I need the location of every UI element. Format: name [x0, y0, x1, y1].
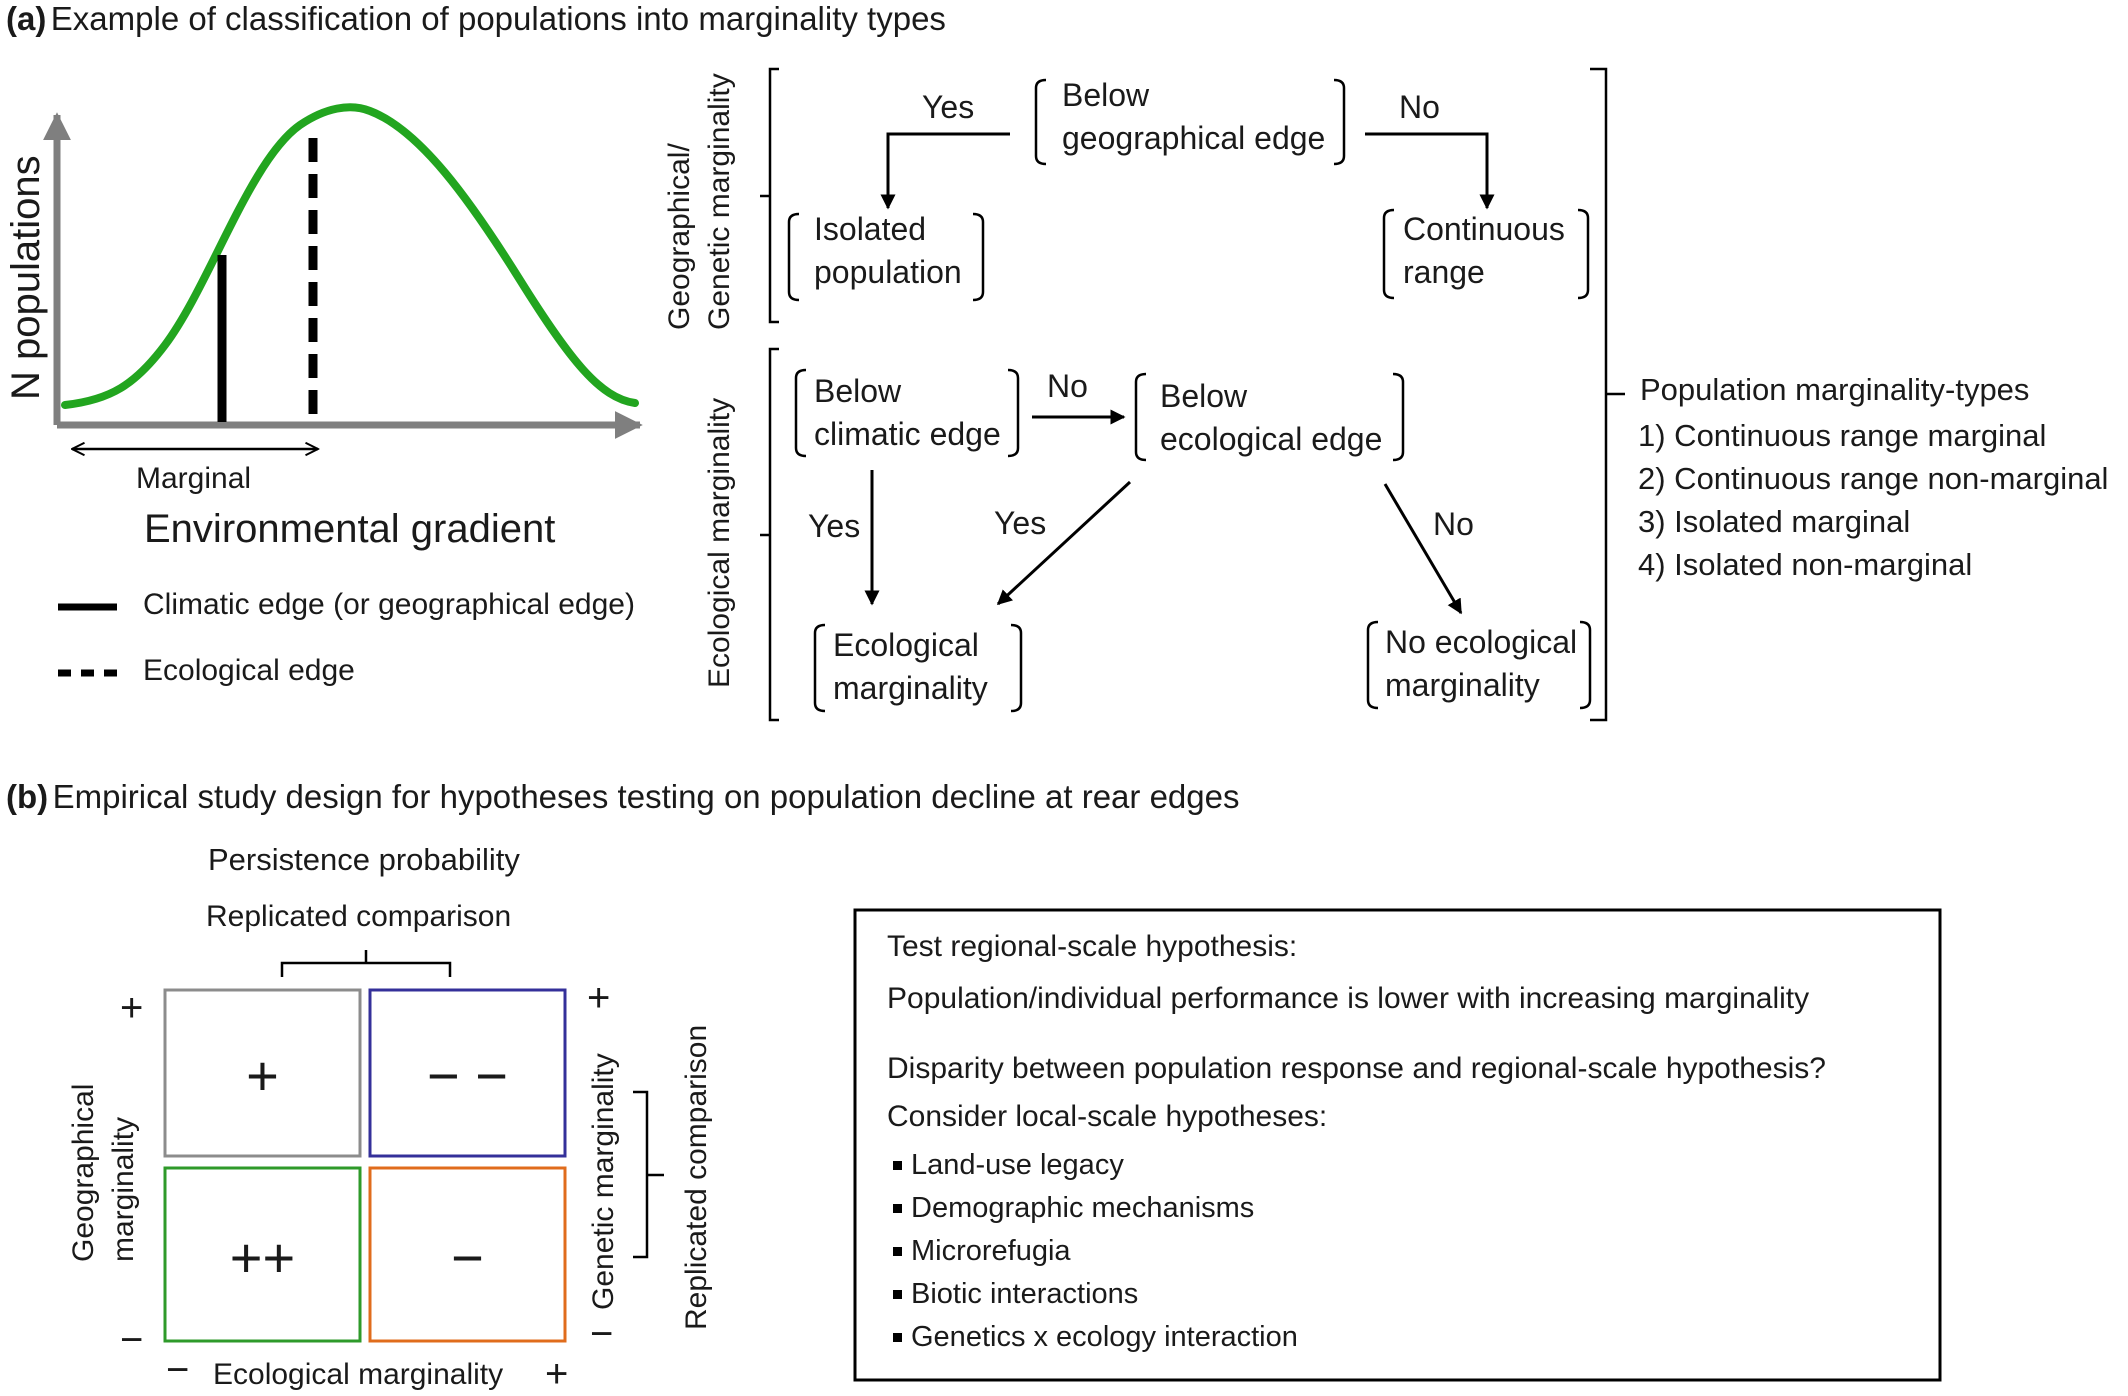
panel-b-title: Empirical study design for hypotheses te… [52, 778, 1240, 815]
label-yes-geo: Yes [922, 89, 975, 125]
node-continuous-range: Continuous range [1403, 211, 1565, 290]
cell-top-right-box [368, 988, 567, 1158]
cell-top-left-box [163, 988, 362, 1158]
types-list: 1) Continuous range marginal 2) Continuo… [1638, 414, 2108, 586]
persistence-matrix [163, 950, 664, 1343]
x-axis-label: Environmental gradient [144, 507, 556, 551]
top-comparison-brace [280, 950, 452, 977]
geo-side-label-1: Geographical/ [663, 143, 696, 330]
panel-a-heading: (a) Example of classification of populat… [6, 0, 946, 38]
distribution-curve [61, 103, 639, 409]
y-axis-label: N populations [4, 155, 48, 400]
right-comparison-label: Replicated comparison [680, 1024, 713, 1330]
label-no-climatic: No [1047, 368, 1088, 404]
arrow-no-ecological [1383, 483, 1463, 615]
arrow-yes-isolated [880, 132, 1010, 210]
cell-bottom-left-box [163, 1166, 362, 1343]
left-axis-minus: − [120, 1318, 144, 1362]
panel-a-label: (a) [6, 0, 47, 37]
eco-side-label: Ecological marginality [703, 397, 736, 688]
bottom-axis-minus: − [166, 1348, 190, 1392]
hypothesis-box [853, 908, 1942, 1382]
cell-bottom-right-sign: − [451, 1226, 484, 1289]
list-item: Biotic interactions [911, 1278, 1139, 1310]
node-isolated-population: Isolated population [814, 211, 962, 290]
label-no-ecological: No [1433, 506, 1474, 542]
type-item: 3) Isolated marginal [1638, 504, 1911, 539]
marginal-label: Marginal [136, 462, 252, 495]
list-item: Demographic mechanisms [911, 1192, 1255, 1224]
label-yes-climatic: Yes [808, 508, 861, 544]
label-yes-ecological: Yes [994, 505, 1047, 541]
node-no-ecological-marginality: No ecological marginality [1385, 624, 1578, 703]
local-hypotheses-list: Land-use legacy Demographic mechanisms M… [911, 1144, 1298, 1359]
list-item: Genetics x ecology interaction [911, 1321, 1298, 1353]
legend-solid-label: Climatic edge (or geographical edge) [143, 588, 635, 621]
cell-top-left-sign: + [246, 1044, 279, 1107]
left-axis-plus: + [120, 986, 144, 1030]
list-item: Microrefugia [911, 1235, 1071, 1267]
distribution-plot [43, 103, 643, 677]
disparity-question: Disparity between population response an… [887, 1052, 1826, 1085]
flowchart-arrows [864, 132, 1495, 615]
legend-dashed-label: Ecological edge [143, 654, 355, 687]
list-item: Land-use legacy [911, 1149, 1124, 1181]
node-ecological-marginality: Ecological marginality [833, 627, 988, 706]
right-axis-minus: − [590, 1312, 614, 1356]
local-heading: Consider local-scale hypotheses: [887, 1100, 1328, 1133]
panel-b-label: (b) [6, 778, 49, 815]
node-below-climatic: Below climatic edge [814, 373, 1001, 452]
type-item: 4) Isolated non-marginal [1638, 547, 1973, 582]
top-comparison-label: Replicated comparison [206, 900, 512, 933]
regional-text: Population/individual performance is low… [887, 982, 1810, 1015]
geo-side-label-2: Genetic marginality [703, 73, 736, 330]
bottom-axis-plus: + [545, 1352, 569, 1396]
geo-section-bracket [768, 67, 779, 324]
node-below-geographical: Below geographical edge [1062, 77, 1326, 156]
label-no-geo: No [1399, 89, 1440, 125]
node-below-ecological: Below ecological edge [1160, 378, 1383, 457]
regional-heading: Test regional-scale hypothesis: [887, 930, 1298, 963]
panel-a-title: Example of classification of populations… [50, 0, 946, 37]
arrow-no-continuous [1365, 132, 1495, 210]
right-axis-plus: + [587, 976, 611, 1020]
type-item: 2) Continuous range non-marginal [1638, 461, 2109, 496]
flowchart-brackets [760, 67, 1625, 722]
right-comparison-brace [633, 1090, 664, 1259]
types-title: Population marginality-types [1640, 372, 2030, 407]
left-axis-label-1: Geographical [67, 1083, 100, 1262]
matrix-title: Persistence probability [208, 842, 520, 877]
left-axis-label-2: marginality [107, 1116, 140, 1262]
bullet-squares [893, 1161, 902, 1342]
type-item: 1) Continuous range marginal [1638, 418, 2047, 453]
panel-b-heading: (b) Empirical study design for hypothese… [6, 778, 1239, 816]
cell-top-right-sign: − − [427, 1044, 508, 1107]
bottom-axis-label: Ecological marginality [213, 1358, 504, 1391]
types-bracket [1590, 67, 1608, 722]
arrow-yes-ecological [996, 480, 1132, 606]
right-axis-label: Genetic marginality [587, 1053, 620, 1310]
cell-bottom-left-sign: ++ [229, 1226, 296, 1289]
eco-section-bracket [768, 347, 779, 722]
cell-bottom-right-box [368, 1166, 567, 1343]
